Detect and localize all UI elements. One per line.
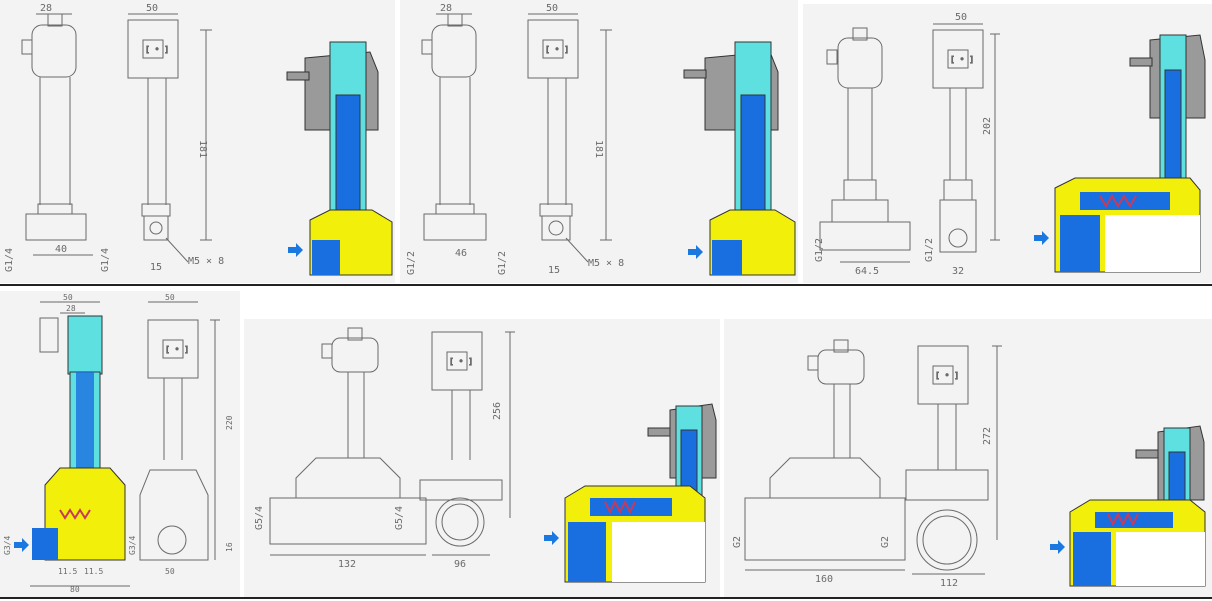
p4-dim-a: 50 [63,293,73,302]
spring-icon [1107,511,1139,527]
p1-dim-height: 181 [197,140,208,158]
p3-port-right: G1/2 [924,238,935,262]
cutaway-6 [1050,425,1206,587]
p1-thread: M5 × 8 [188,256,224,267]
drawing-4 [14,301,220,587]
p4-dim-b: 28 [66,304,76,313]
p2-dim-50: 50 [546,3,558,14]
flow-arrow-icon [688,245,703,259]
p3-dim-height: 202 [982,117,993,135]
p1-dim-28: 28 [40,3,52,14]
p3-port-left: G1/2 [814,238,825,262]
p4-dim-a2: 11.5 [58,567,77,576]
spring-icon [604,499,636,515]
drawing-6 [744,339,1002,575]
cutaway-3 [1034,34,1206,273]
p6-port-right: G2 [880,536,891,548]
p4-dim-b2: 11.5 [84,567,103,576]
p1-port-right: G1/4 [100,248,111,272]
p2-thread: M5 × 8 [588,258,624,269]
p2-dim-height: 181 [593,140,604,158]
row-separator-bottom [0,597,1212,599]
p6-depth: 112 [940,578,958,589]
p6-dim-base: 160 [815,574,833,585]
drawing-1 [21,13,212,263]
p2-port-right: G1/2 [497,251,508,275]
p4-port-left: G3/4 [3,536,12,555]
flow-arrow-icon [544,531,559,545]
p2-dim-base: 46 [455,248,467,259]
cutaway-2 [683,41,796,276]
p5-dim-base: 132 [338,559,356,570]
p5-dim-height: 256 [492,402,503,420]
p4-dim-small: 16 [225,542,234,552]
p3-dim-base: 64.5 [855,266,879,277]
drawing-3 [819,23,1000,263]
p5-depth: 96 [454,559,466,570]
p1-dim-base: 40 [55,244,67,255]
p3-depth: 32 [952,266,964,277]
cutaway-1 [286,41,393,276]
p3-dim-50: 50 [955,12,967,23]
row-separator-top [0,284,1212,286]
flow-arrow-icon [288,243,303,257]
p4-dim-base: 80 [70,585,80,594]
flow-arrow-icon [1034,231,1049,245]
spring-icon [1099,194,1137,208]
p2-port-left: G1/2 [406,251,417,275]
flow-arrow-icon [1050,540,1065,554]
p5-port-right: G5/4 [394,506,405,530]
cutaway-5 [544,403,717,583]
drawing-5 [269,327,515,556]
p1-dim-50: 50 [146,3,158,14]
p2-dim-28: 28 [440,3,452,14]
p4-port-right: G3/4 [128,536,137,555]
flow-arrow-icon [14,538,29,552]
spring-icon [59,508,91,520]
p2-spacing: 15 [548,265,560,276]
p5-port-left: G5/4 [254,506,265,530]
p4-dim-right: 50 [165,293,175,302]
p4-dim-height: 220 [225,415,234,430]
p4-dim-right-base: 50 [165,567,175,576]
p6-dim-height: 272 [982,427,993,445]
drawing-2 [421,13,612,263]
p1-port-left: G1/4 [4,248,15,272]
p6-port-left: G2 [732,536,743,548]
p1-spacing: 15 [150,262,162,273]
